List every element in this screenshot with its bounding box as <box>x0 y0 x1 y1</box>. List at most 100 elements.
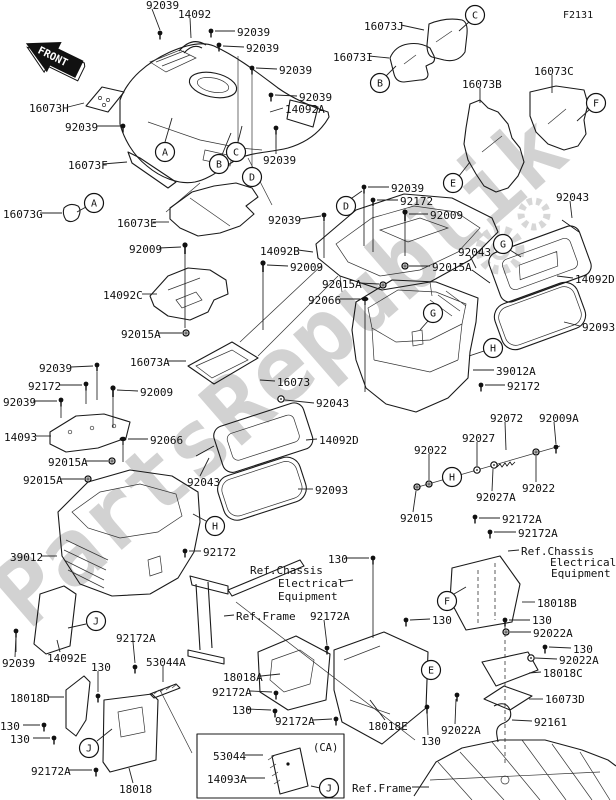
bolt-icon <box>208 28 214 38</box>
marker-leader-line <box>351 190 363 199</box>
leader-line <box>223 614 235 617</box>
washer-icon <box>277 395 285 403</box>
part-label: 92039 <box>3 396 36 409</box>
leader-line <box>548 646 572 649</box>
marker-leader-line <box>385 65 397 77</box>
leader-line <box>260 673 281 677</box>
part-label: 18018C <box>543 667 583 680</box>
part-label: 92172 <box>28 380 61 393</box>
leader-line <box>504 421 507 451</box>
part-label: 92172A <box>502 513 542 526</box>
part-label: 92172A <box>310 610 350 623</box>
part-label: 92161 <box>534 716 567 729</box>
part-label: 18018E <box>368 720 408 733</box>
part-label: 92172 <box>507 380 540 393</box>
leader-line <box>189 17 192 39</box>
leader-line <box>266 264 289 267</box>
marker-leader-line <box>67 623 87 629</box>
bolt-icon <box>273 690 279 700</box>
part-label: 53044 <box>213 750 246 763</box>
bolt-icon <box>553 444 559 454</box>
leader-line <box>454 698 457 725</box>
part-label: 92009 <box>290 261 323 274</box>
bolt-icon <box>95 693 101 703</box>
part-label: 130 <box>421 735 441 748</box>
leader-line <box>556 275 574 279</box>
part-label: 92043 <box>458 246 491 259</box>
part-label: 92172A <box>275 715 315 728</box>
part-label: 14092D <box>319 434 359 447</box>
leader-line <box>426 710 429 736</box>
bolt-icon <box>216 42 222 52</box>
view-marker-c: C <box>225 141 247 163</box>
view-marker-c: C <box>464 4 486 26</box>
part-label: 92172A <box>116 632 156 645</box>
bolt-icon <box>13 628 19 638</box>
screw-icon <box>182 242 188 254</box>
leader-line <box>199 457 210 477</box>
svg-text:A: A <box>91 199 97 210</box>
leader-line <box>369 699 386 721</box>
bolt-icon <box>272 708 278 718</box>
part-label: 14092C <box>103 289 143 302</box>
bolt-icon <box>424 704 430 714</box>
part-label: 16073H <box>29 102 69 115</box>
leader-line <box>412 490 417 513</box>
view-marker-j: J <box>318 777 340 799</box>
part-label: 92066 <box>150 434 183 447</box>
part-label: 130 <box>0 720 20 733</box>
leader-line <box>128 767 134 784</box>
leader-line <box>297 249 314 253</box>
part-label: 14092 <box>178 8 211 21</box>
bolt-icon <box>273 125 279 135</box>
view-marker-a: A <box>154 141 176 163</box>
part-label: Ref.Chassis <box>250 564 323 577</box>
part-label: 92022 <box>522 482 555 495</box>
part-label: 92172 <box>400 195 433 208</box>
part-label: 16073F <box>68 159 108 172</box>
leader-line <box>528 671 542 674</box>
svg-text:C: C <box>472 11 478 22</box>
bolt-icon <box>370 197 376 207</box>
bolt-icon <box>472 514 478 524</box>
part-label: 16073B <box>462 78 502 91</box>
washer-icon <box>527 654 535 662</box>
svg-text:J: J <box>93 617 99 628</box>
bolt-icon <box>478 382 484 392</box>
nut-icon <box>84 475 92 483</box>
svg-text:H: H <box>449 473 455 484</box>
part-label: 92072 <box>490 412 523 425</box>
view-marker-f: F <box>585 92 607 114</box>
part-label: 16073 <box>277 376 310 389</box>
part-label: 18018B <box>537 597 577 610</box>
part-label: 130 <box>91 661 111 674</box>
nut-icon <box>108 457 116 465</box>
cap-icon <box>361 296 369 305</box>
svg-text:G: G <box>500 240 506 251</box>
bolt-icon <box>94 362 100 372</box>
bolt-icon <box>182 548 188 558</box>
bolt-icon <box>324 645 330 655</box>
part-label: 92009A <box>539 412 579 425</box>
nut-icon <box>401 262 409 270</box>
bolt-icon <box>361 184 367 194</box>
part-label: 14093A <box>207 773 247 786</box>
bolt-icon <box>41 722 47 732</box>
marker-leader-line <box>192 513 207 522</box>
part-label: Electrical <box>278 577 344 590</box>
washer-icon <box>473 466 481 474</box>
view-marker-h: H <box>441 466 463 488</box>
part-label: 92043 <box>556 191 589 204</box>
nut-icon <box>502 628 510 636</box>
part-label: 39012 <box>10 551 43 564</box>
part-label: 39012A <box>496 365 536 378</box>
part-label: 18018A <box>223 671 263 684</box>
leader-line <box>323 619 328 646</box>
leader-line <box>469 255 477 269</box>
view-marker-d: D <box>241 166 263 188</box>
bolt-icon <box>487 529 493 539</box>
screw-icon <box>260 260 266 272</box>
part-label: 92015A <box>48 456 88 469</box>
